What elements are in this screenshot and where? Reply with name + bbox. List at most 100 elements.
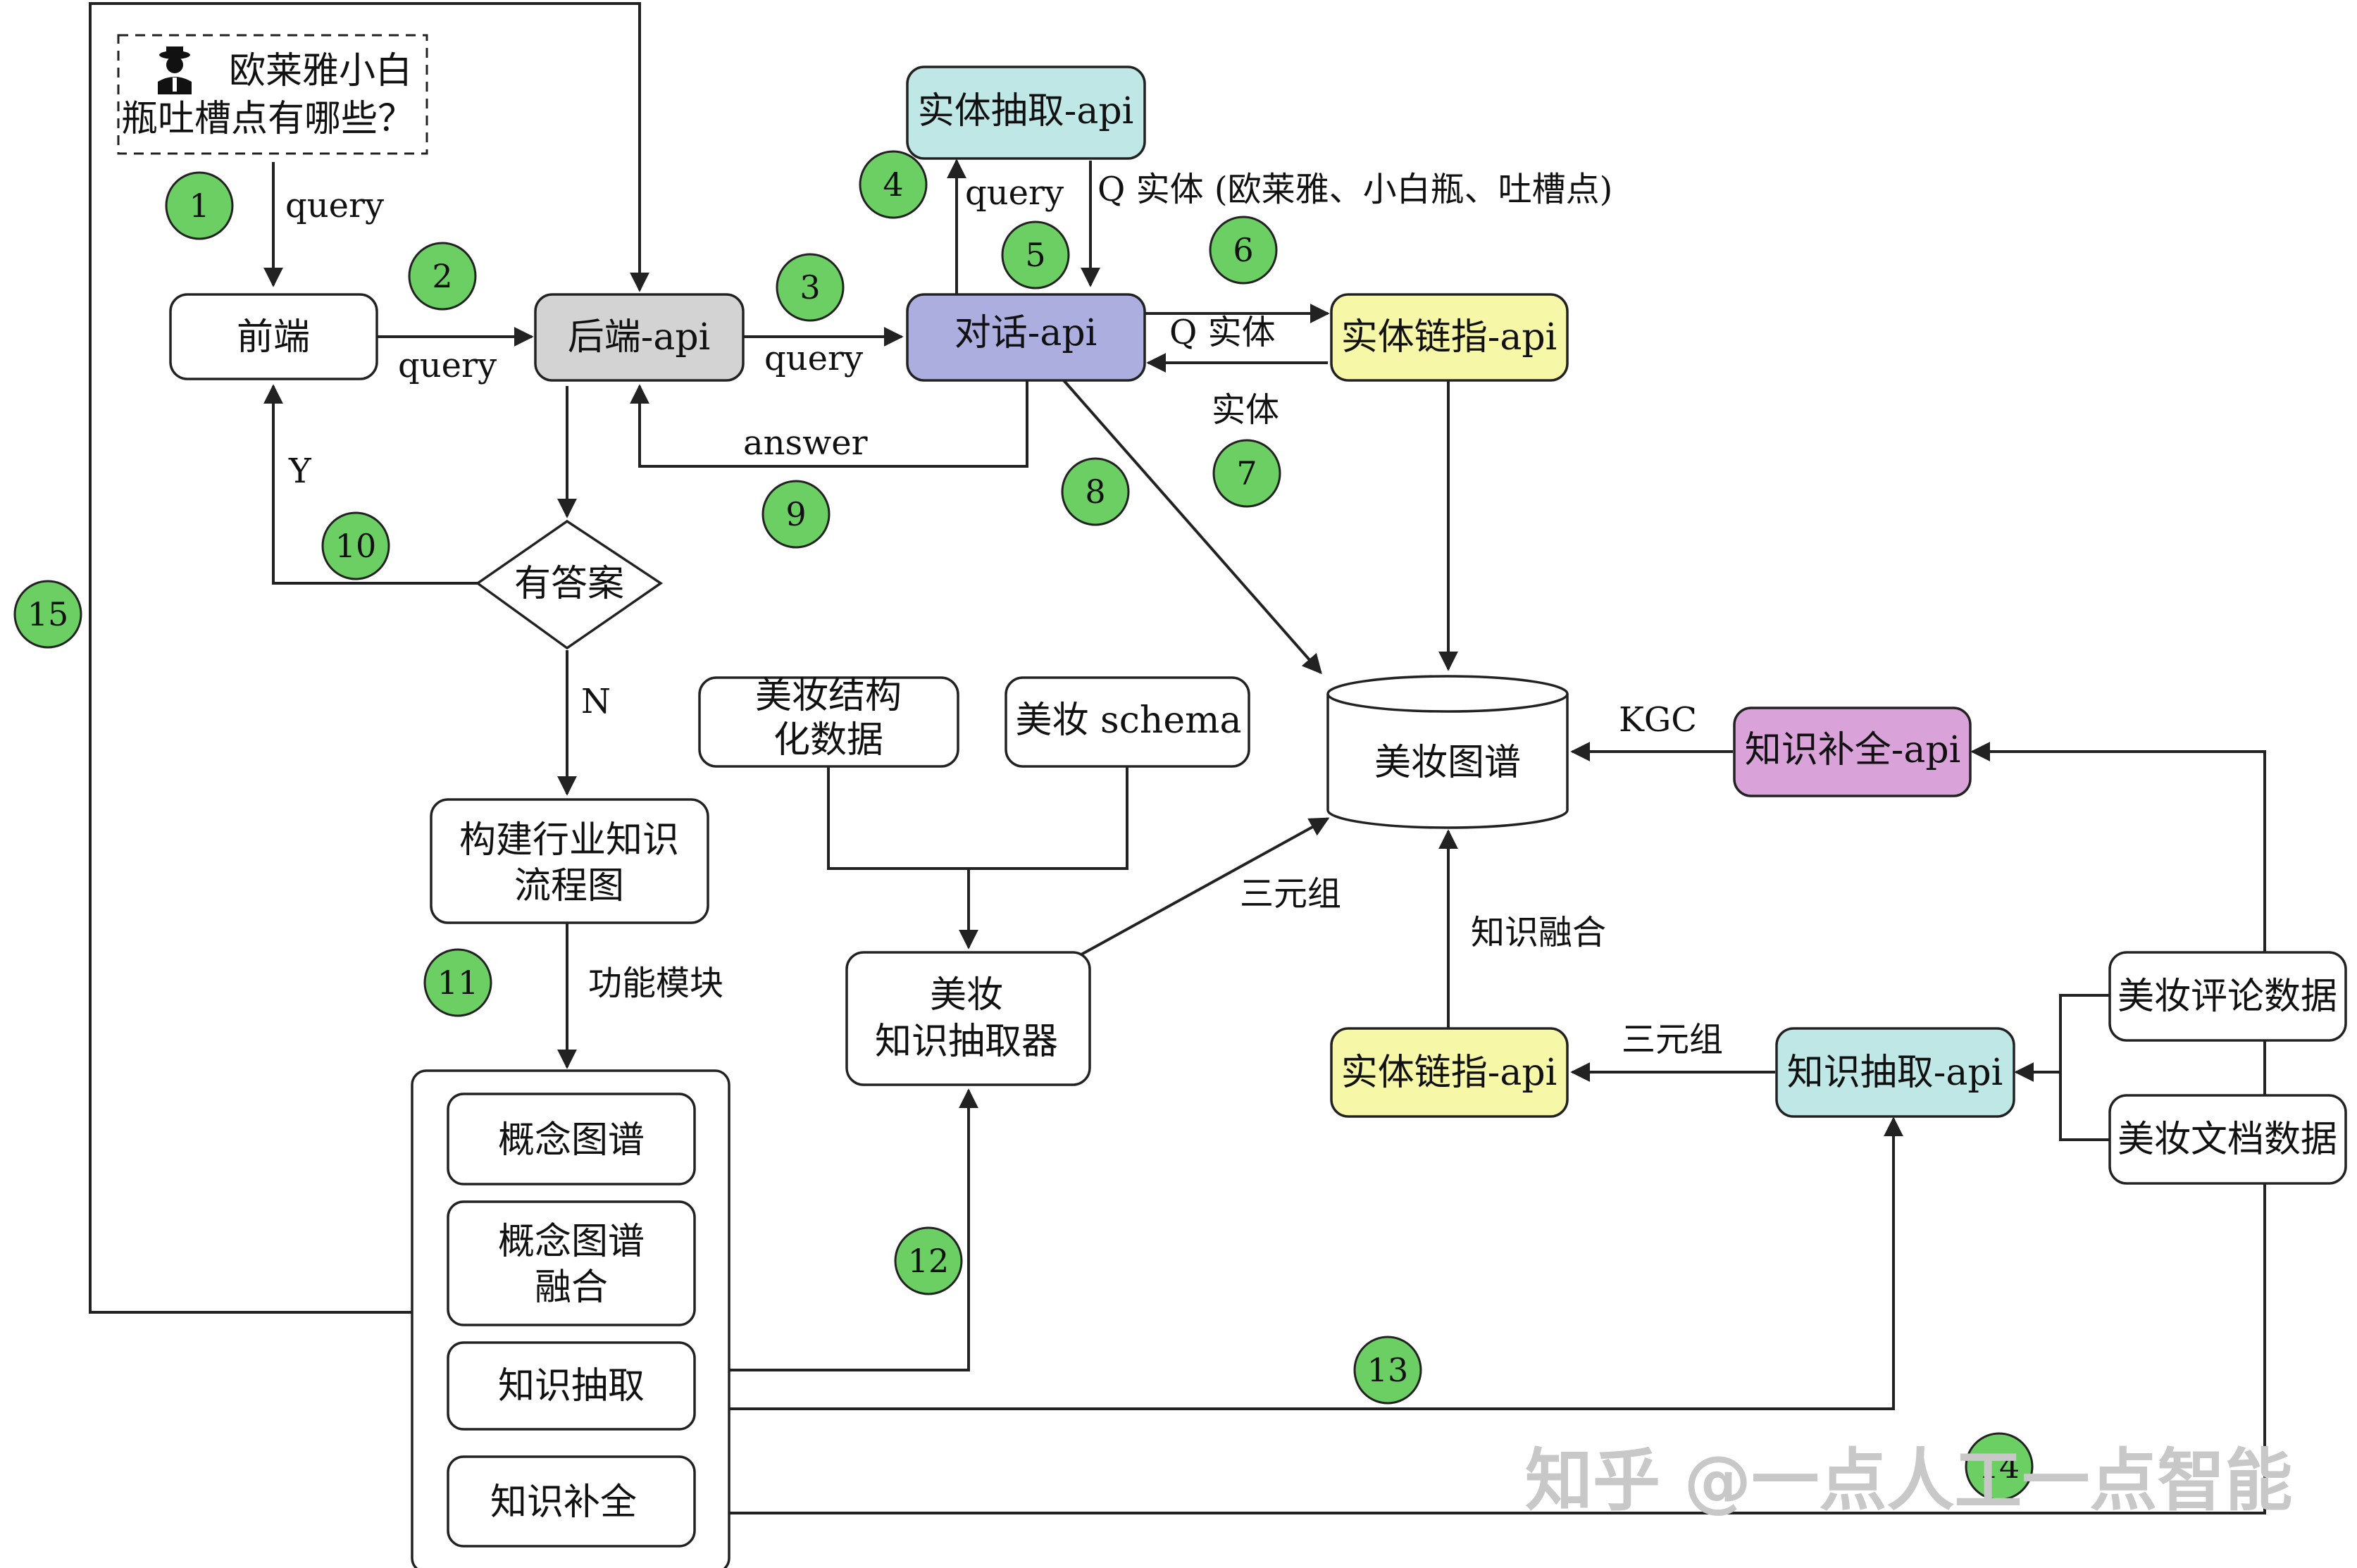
entity-extract-api-label: 实体抽取-api	[918, 90, 1134, 132]
beauty-kg-label: 美妆图谱	[1374, 742, 1521, 784]
edge-labels: query query query query Q 实体 (欧莱雅、小白瓶、吐槽…	[285, 170, 1723, 1059]
module-knowledge-complete-label: 知识补全	[490, 1481, 637, 1524]
module-knowledge-complete: 知识补全	[447, 1455, 696, 1548]
module-concept-fusion-line2: 融合	[535, 1267, 608, 1309]
beauty-struct-line2: 化数据	[773, 719, 883, 761]
beauty-struct-line1: 美妆结构	[755, 675, 902, 717]
step-circle-9: 9	[761, 480, 831, 549]
label-query-4: query	[965, 173, 1064, 213]
step-number: 10	[335, 527, 377, 565]
module-knowledge-extract-label: 知识抽取	[498, 1365, 645, 1407]
step-number: 6	[1233, 231, 1253, 269]
label-no: N	[581, 682, 611, 721]
has-answer-decision: 有答案	[475, 519, 664, 650]
user-query: 欧莱雅小白 瓶吐槽点有哪些？	[117, 34, 428, 155]
step-number: 5	[1025, 236, 1045, 274]
step-circle-shape	[321, 511, 390, 580]
step-number: 12	[908, 1242, 950, 1280]
label-q-entity: Q 实体	[1169, 313, 1276, 352]
step-circle-shape	[1965, 1432, 2034, 1501]
backend-api-label: 后端-api	[568, 316, 711, 359]
entity-link-api-top-node: 实体链指-api	[1330, 293, 1569, 382]
backend-api-node: 后端-api	[534, 293, 745, 382]
watermark: 知乎 @一点人工一点智能	[1525, 1441, 2292, 1520]
edge-dialog-to-kg	[1062, 379, 1322, 675]
step-circle-14: 14	[1965, 1432, 2034, 1501]
edge-answer	[630, 380, 1028, 468]
beauty-extractor-line1: 美妆	[930, 974, 1003, 1016]
module-knowledge-extract: 知识抽取	[447, 1341, 696, 1431]
step-circle-shape	[776, 253, 845, 322]
step-circle-4: 4	[859, 150, 928, 219]
module-concept-graph-label: 概念图谱	[498, 1119, 645, 1162]
entity-link-api-bottom-node: 实体链指-api	[1330, 1027, 1569, 1118]
label-triples-1: 三元组	[1240, 874, 1341, 914]
step-circle-shape	[13, 580, 82, 649]
step-number: 4	[883, 166, 903, 204]
edge-module-to-extractor	[729, 1088, 978, 1371]
step-circle-shape	[423, 948, 492, 1017]
step-circle-shape	[859, 150, 928, 219]
label-knowledge-fusion: 知识融合	[1471, 913, 1606, 952]
step-number: 3	[800, 268, 820, 306]
edge-module-to-complete	[729, 742, 2266, 1514]
step-circle-12: 12	[894, 1226, 963, 1295]
label-yes: Y	[288, 452, 312, 491]
frontend-label: 前端	[237, 316, 310, 359]
step-circle-shape	[408, 242, 477, 311]
label-function-modules: 功能模块	[588, 964, 723, 1003]
step-number: 13	[1367, 1351, 1409, 1389]
function-modules-container: 概念图谱 概念图谱 融合 知识抽取 知识补全	[411, 1069, 730, 1568]
entity-link-api-bottom-label: 实体链指-api	[1341, 1052, 1557, 1094]
step-number: 1	[189, 187, 209, 225]
step-number: 2	[432, 257, 452, 295]
step-circle-5: 5	[1001, 220, 1070, 290]
kg-complete-api-label: 知识补全-api	[1745, 729, 1961, 771]
label-answer: answer	[743, 423, 868, 463]
edge-data-sources	[2059, 994, 2110, 1141]
edge-extractor-to-kg	[1081, 817, 1330, 956]
label-q-entities: Q 实体 (欧莱雅、小白瓶、吐槽点)	[1097, 170, 1612, 209]
step-circle-13: 13	[1353, 1336, 1422, 1405]
user-icon	[154, 44, 196, 94]
step-circle-shape	[1212, 439, 1281, 508]
beauty-extractor-node: 美妆 知识抽取器	[845, 951, 1091, 1086]
dialog-api-label: 对话-api	[954, 312, 1097, 354]
entity-link-api-top-label: 实体链指-api	[1341, 316, 1557, 359]
user-query-line2: 瓶吐槽点有哪些？	[121, 98, 414, 140]
step-circle-3: 3	[776, 253, 845, 322]
edge-yes	[263, 384, 478, 585]
edge-loop-15	[89, 2, 649, 1314]
step-circle-shape	[1061, 457, 1130, 526]
step-circle-1: 1	[165, 171, 234, 240]
step-number: 11	[437, 964, 479, 1002]
beauty-review-data-label: 美妆评论数据	[2117, 976, 2337, 1018]
label-entity: 实体	[1212, 390, 1279, 430]
knowledge-extract-api-node: 知识抽取-api	[1775, 1027, 2015, 1118]
beauty-review-data-node: 美妆评论数据	[2108, 951, 2347, 1042]
step-circle-shape	[1209, 216, 1278, 285]
label-query-1: query	[285, 186, 384, 225]
beauty-doc-data-node: 美妆文档数据	[2108, 1094, 2347, 1185]
beauty-kg-database: 美妆图谱	[1326, 675, 1569, 829]
step-circle-shape	[1353, 1336, 1422, 1405]
knowledge-extract-api-label: 知识抽取-api	[1787, 1052, 2003, 1094]
step-number: 7	[1236, 454, 1257, 492]
module-concept-fusion: 概念图谱 融合	[447, 1200, 696, 1326]
has-answer-label: 有答案	[514, 563, 624, 605]
step-circle-10: 10	[321, 511, 390, 580]
beauty-schema-node: 美妆 schema	[1005, 676, 1250, 768]
frontend-node: 前端	[169, 293, 378, 380]
module-concept-graph: 概念图谱	[447, 1093, 696, 1186]
build-flow-line2: 流程图	[514, 865, 624, 907]
edge-data-merge	[827, 766, 1128, 870]
user-query-line1: 欧莱雅小白	[229, 50, 412, 92]
step-circle-shape	[761, 480, 831, 549]
build-flow-line1: 构建行业知识	[459, 819, 679, 861]
connectors	[89, 2, 2266, 1514]
step-circle-11: 11	[423, 948, 492, 1017]
step-circle-7: 7	[1212, 439, 1281, 508]
step-circle-8: 8	[1061, 457, 1130, 526]
